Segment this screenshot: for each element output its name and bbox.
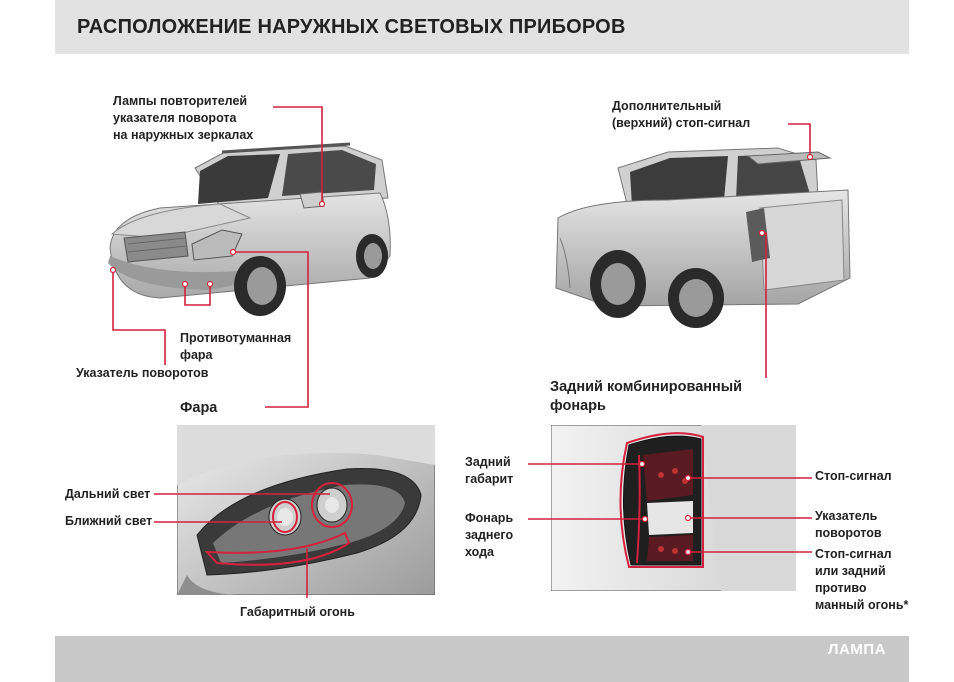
label-stop-lamp: Стоп-сигнал: [815, 469, 892, 483]
label-reverse-lamp: Фонарь заднего хода: [465, 511, 514, 559]
label-rear-combination: Задний комбинированный фонарь: [550, 379, 743, 414]
header-band: [55, 0, 909, 54]
label-stop-or-fog: Стоп-сигнал или задний противо манный ог…: [815, 547, 909, 612]
section-label: ЛАМПА: [828, 641, 886, 658]
label-headlamp: Фара: [180, 400, 218, 416]
label-rear-turn-signal: Указатель поворотов: [815, 509, 882, 540]
label-low-beam: Ближний свет: [65, 514, 153, 528]
label-high-stop: Дополнительный (верхний) стоп-сигнал: [612, 99, 751, 130]
label-position-lamp: Габаритный огонь: [240, 605, 355, 619]
suv-rear-photo: [555, 147, 851, 328]
label-front-turn-signal: Указатель поворотов: [76, 366, 209, 380]
label-tail-lamp: Задний габарит: [465, 455, 514, 486]
label-mirror-repeaters: Лампы повторителей указателя поворота на…: [113, 94, 254, 142]
suv-front-photo: [108, 142, 391, 316]
footer-band: [55, 636, 909, 682]
headlamp-detail-photo: [177, 425, 435, 595]
label-high-beam: Дальний свет: [65, 487, 151, 501]
page-title: РАСПОЛОЖЕНИЕ НАРУЖНЫХ СВЕТОВЫХ ПРИБОРОВ: [77, 16, 626, 38]
label-fog-lamp: Противотуманная фара: [180, 331, 292, 362]
taillamp-detail-photo: [551, 425, 796, 591]
